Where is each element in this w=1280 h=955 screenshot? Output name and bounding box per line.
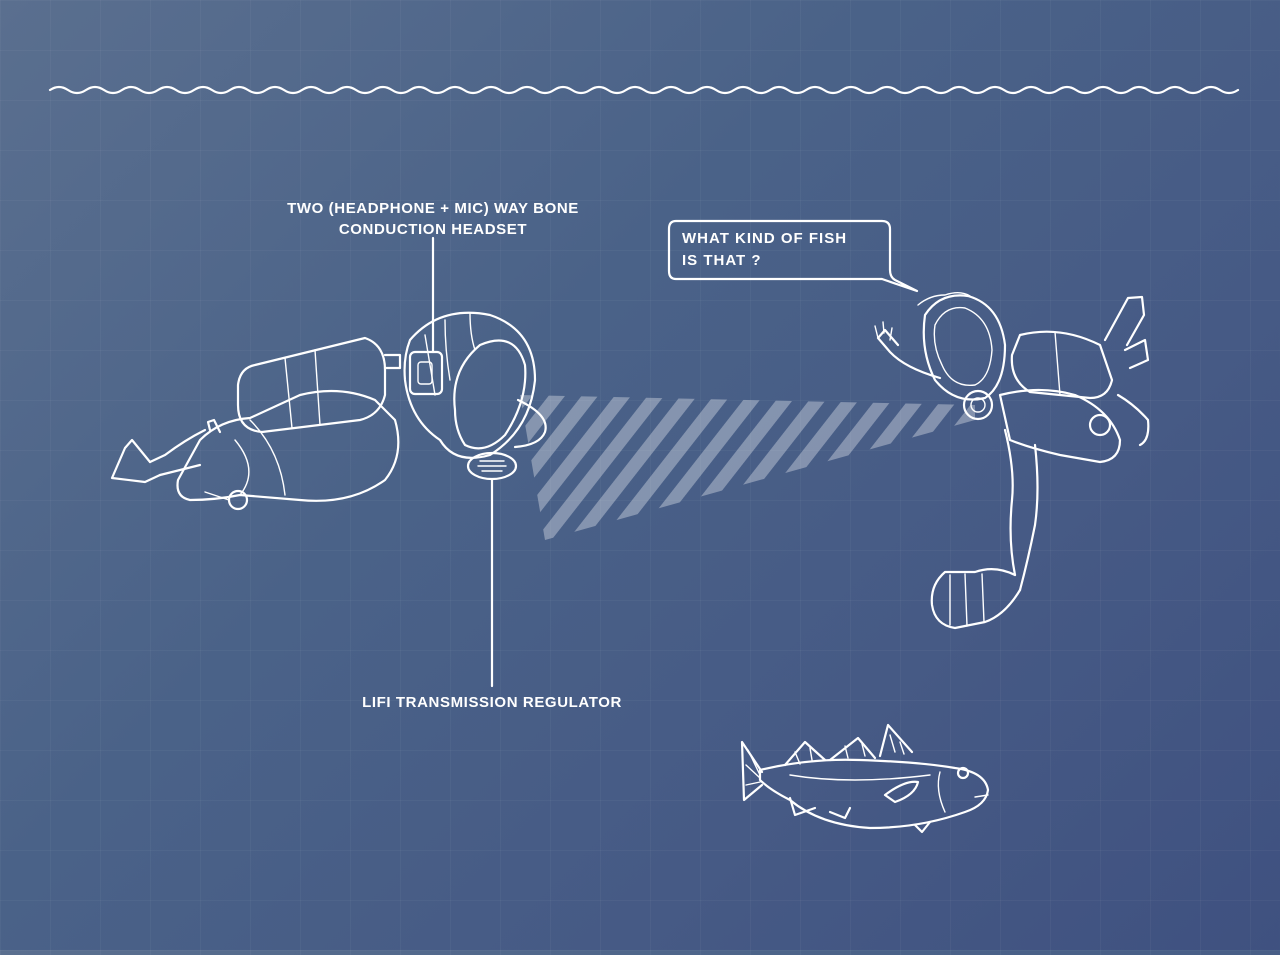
regulator-label-text: LIFI TRANSMISSION REGULATOR xyxy=(352,692,632,713)
headset-label-line2: CONDUCTION HEADSET xyxy=(283,219,583,240)
left-diver xyxy=(112,313,546,509)
regulator-label: LIFI TRANSMISSION REGULATOR xyxy=(352,692,632,713)
right-diver xyxy=(875,293,1148,628)
fish xyxy=(742,725,988,832)
speech-bubble-line2: IS THAT ? xyxy=(682,250,847,272)
speech-bubble-text: WHAT KIND OF FISH IS THAT ? xyxy=(682,228,847,272)
speech-bubble-line1: WHAT KIND OF FISH xyxy=(682,228,847,250)
headset-label-line1: TWO (HEADPHONE + MIC) WAY BONE xyxy=(283,198,583,219)
headset-label: TWO (HEADPHONE + MIC) WAY BONE CONDUCTIO… xyxy=(283,198,583,240)
water-surface-line xyxy=(50,87,1238,93)
lifi-beam xyxy=(520,395,975,540)
